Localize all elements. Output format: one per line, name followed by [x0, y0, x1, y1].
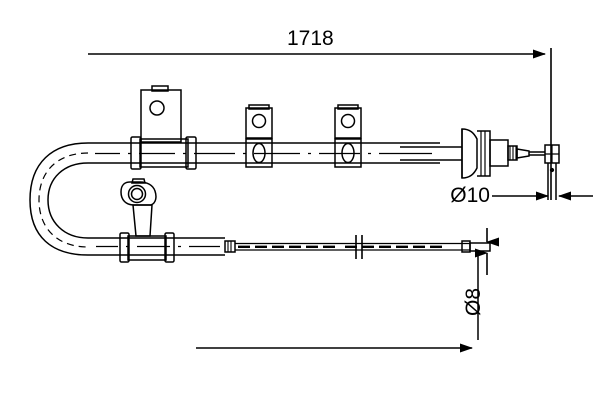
bend-outer-edge	[29, 142, 89, 256]
bracket-tall-tab	[151, 85, 169, 92]
rubber-boot-connector	[461, 128, 478, 179]
upper-tube-narrow	[400, 146, 462, 161]
eyelet-top-tab	[131, 178, 146, 184]
lower-cable-diameter-dimension: Ø8	[462, 228, 499, 316]
sleeve-collar-right	[185, 136, 197, 170]
end-rod-upper	[529, 151, 545, 156]
lower-cable-run	[88, 178, 491, 340]
mounting-bracket-mid-2	[334, 107, 362, 139]
end-terminal-cross	[545, 145, 559, 163]
ferrule-threads	[227, 241, 232, 252]
bracket-mid-2-hole-icon	[340, 113, 356, 129]
overall-length-dimension: 1718	[88, 27, 552, 200]
lower-diameter-label: Ø8	[462, 288, 485, 316]
bracket-mid-1-slot-icon	[252, 142, 266, 164]
bracket-mid-2-tab	[337, 104, 359, 110]
overall-length-label: 1718	[287, 27, 334, 50]
ferrule-lower	[224, 240, 236, 253]
sleeve-collar-left	[130, 136, 142, 170]
lower-collar-right	[164, 232, 175, 263]
boot-ribs	[480, 131, 486, 176]
fitting-taper	[516, 148, 530, 159]
eyelet-hole-outer-icon	[127, 184, 147, 204]
bracket-mid-1-hole-icon	[251, 113, 267, 129]
lower-collar-left	[119, 232, 130, 263]
bracket-mid-2-slot-icon	[341, 142, 355, 164]
eyelet-bracket	[120, 181, 157, 206]
u-bend-loop	[29, 142, 89, 256]
upper-cable-run	[88, 85, 560, 200]
fitting-threads	[509, 146, 517, 160]
mounting-bracket-tall	[140, 89, 182, 143]
cable-sleeve-upper	[139, 138, 189, 168]
end-terminal-dot	[549, 167, 555, 173]
upper-cable-diameter-dimension: Ø10	[450, 184, 593, 207]
bracket-tall-hole-icon	[149, 100, 165, 116]
bend-inner-edge	[47, 162, 89, 239]
break-symbol	[355, 235, 363, 259]
mounting-bracket-mid-1	[245, 107, 273, 139]
bracket-mid-1-tab	[248, 104, 270, 110]
upper-diameter-label: Ø10	[450, 184, 490, 207]
bend-centerline	[38, 152, 89, 248]
bracket-mid-1-base	[245, 138, 273, 168]
eyelet-hole-inner-icon	[130, 187, 144, 201]
bare-cable-strand	[235, 242, 470, 251]
bracket-mid-2-base	[334, 138, 362, 168]
